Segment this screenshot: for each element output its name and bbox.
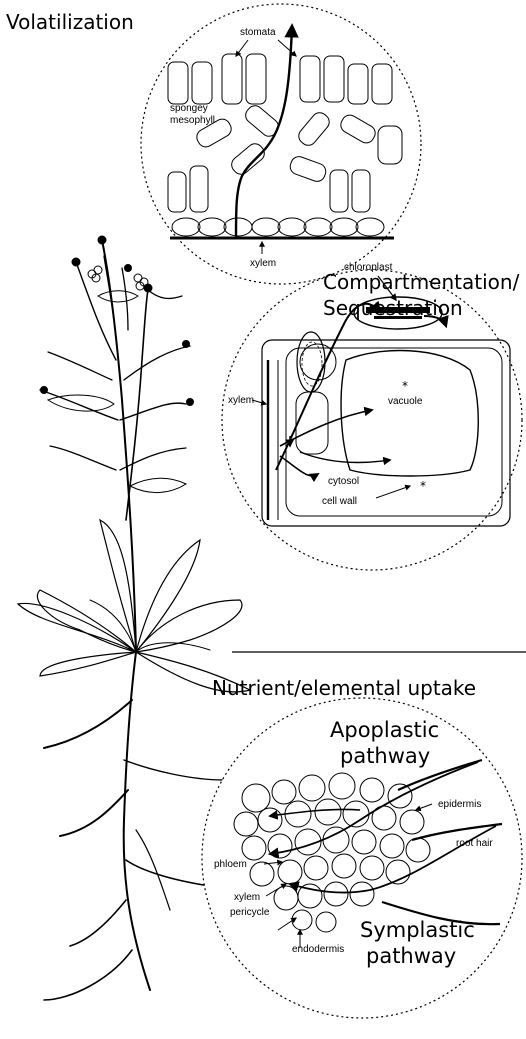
- label-mesophyll: mesophyll: [170, 115, 215, 126]
- label-cytosol: cytosol: [328, 476, 359, 487]
- label-pericycle: pericycle: [230, 907, 269, 918]
- label-spongy: spongey: [170, 103, 208, 114]
- label-root-hair: root hair: [456, 838, 493, 849]
- leaf-inset: [141, 4, 421, 284]
- label-apoplastic: Apoplastic: [330, 718, 439, 743]
- heading-compartmentation: Compartmentation/: [323, 270, 519, 294]
- label-endodermis: endodermis: [292, 944, 344, 955]
- heading-volatilization: Volatilization: [6, 10, 134, 34]
- label-symplastic-pathway: pathway: [366, 944, 456, 969]
- label-epidermis: epidermis: [438, 799, 481, 810]
- heading-sequestration: Sequestration: [323, 296, 463, 320]
- label-vacuole: vacuole: [388, 396, 422, 407]
- label-apoplastic-pathway: pathway: [340, 744, 430, 769]
- label-cell-xylem: xylem: [228, 395, 254, 406]
- label-phloem: phloem: [214, 859, 247, 870]
- label-cell-wall: cell wall: [322, 496, 357, 507]
- label-symplastic: Symplastic: [360, 918, 475, 943]
- label-stomata: stomata: [240, 27, 276, 38]
- label-chloroplast: chloroplast: [344, 262, 392, 273]
- label-vacuole-marker: *: [402, 380, 408, 392]
- label-cell-wall-marker: *: [420, 480, 426, 492]
- label-root-xylem: xylem: [234, 892, 260, 903]
- label-leaf-xylem: xylem: [250, 258, 276, 269]
- heading-uptake: Nutrient/elemental uptake: [212, 676, 476, 700]
